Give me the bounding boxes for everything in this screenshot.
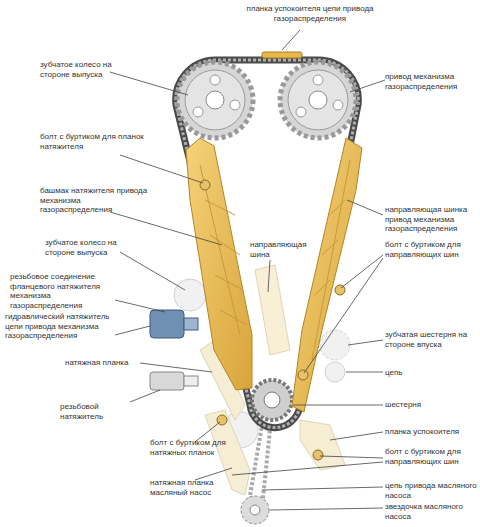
part-label: планка успокоителя: [385, 427, 475, 437]
part-label: болт с буртиком для направляющих шин: [385, 240, 480, 259]
part-label: резьбовой натяжитель: [60, 402, 140, 421]
tensioner-shoe: [186, 138, 252, 390]
sprocket-hub: [264, 392, 280, 408]
top-damper: [262, 52, 302, 58]
center-guide: [255, 265, 290, 355]
guide-rail: [292, 138, 362, 412]
part-label: натяжная планка: [65, 358, 155, 368]
oil-pump-sprocket: [241, 496, 269, 524]
part-label: резьбовое соединение фланцевого натяжите…: [10, 272, 115, 310]
threaded-tensioner: [150, 372, 184, 390]
part-label: планка успокоителя цепи привода газорасп…: [235, 4, 385, 23]
crank-sprocket: [252, 380, 292, 420]
part-label: шестерня: [385, 400, 445, 410]
damper-plank: [300, 420, 345, 470]
part-label: гидравлический натяжитель цепи привода м…: [5, 312, 115, 341]
leader-lines: [110, 30, 385, 510]
part-label: болт с буртиком для направляющих шин: [385, 447, 480, 466]
part-label: зубчатое колесо на стороне выпуска: [45, 238, 145, 257]
gear: [325, 362, 345, 382]
part-label: башмак натяжителя привода механизма газо…: [40, 186, 150, 215]
part-label: болт с буртиком для натяжных планок: [150, 438, 230, 457]
hydraulic-tensioner: [150, 310, 184, 338]
part-label: зубчатое колесо на стороне выпуска: [40, 60, 140, 79]
collar-bolts: [200, 180, 345, 460]
part-label: натяжная планка масляный насос: [150, 478, 230, 497]
part-label: цепь: [385, 368, 425, 378]
oil-pump-chain: [248, 425, 270, 508]
part-label: направляющая шина: [250, 240, 295, 259]
gear: [320, 330, 350, 360]
part-label: направляющая шинка привод механизма газо…: [385, 205, 480, 234]
part-label: звездочка масляного насоса: [385, 502, 480, 521]
cam-sprocket: [280, 62, 356, 138]
tensioner-plunger: [184, 318, 198, 330]
rail-ribs: [312, 160, 350, 360]
part-label: болт с буртиком для планок натяжителя: [40, 132, 150, 151]
tensioner-plunger: [184, 376, 198, 386]
part-label: зубчатая шестерня на стороне впуска: [385, 330, 480, 349]
sprocket-hub: [250, 505, 260, 515]
part-label: привод механизма газораспределения: [385, 72, 480, 91]
cam-sprocket: [177, 62, 253, 138]
shoe-ribs: [200, 165, 247, 335]
part-label: цепь привода масляного насоса: [385, 481, 480, 500]
gear: [174, 279, 206, 311]
